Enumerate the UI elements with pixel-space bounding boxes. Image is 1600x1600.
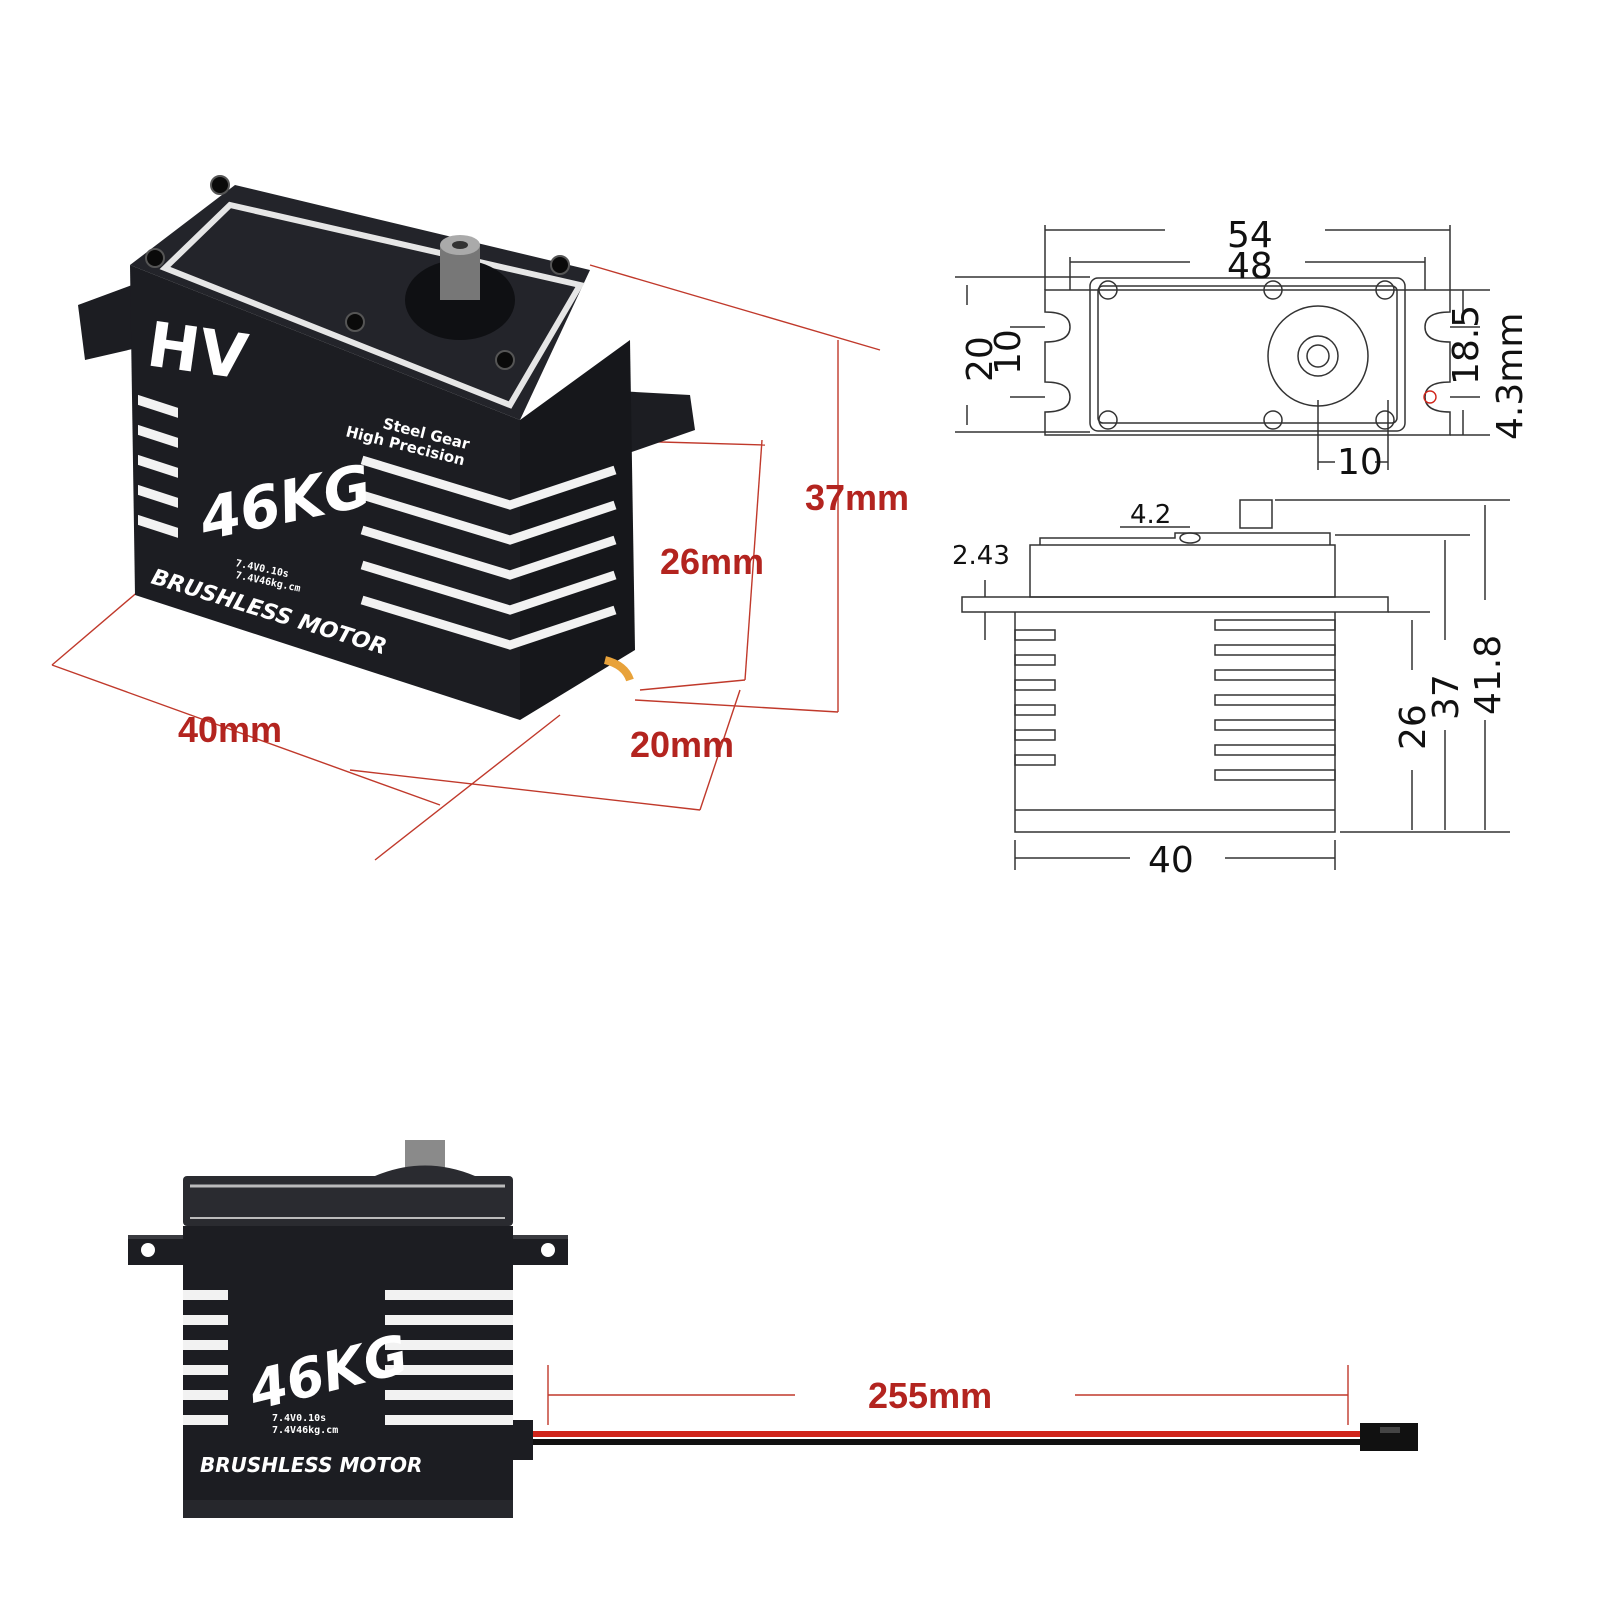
- cable-dim-length: 255mm: [868, 1375, 992, 1416]
- top-dim-shaft-offset: 10: [1337, 442, 1383, 483]
- top-dim-hole-pitch: 18.5: [1446, 305, 1487, 385]
- top-view-outline: [955, 225, 1490, 470]
- iso-logo: HV: [143, 308, 252, 394]
- top-dim-hole-offset: 10: [988, 329, 1029, 375]
- iso-dim-height-total: 37mm: [805, 477, 909, 518]
- side-view-drawing: 4.2 2.43 26 37 41.8 40: [952, 499, 1510, 881]
- hole-marker-icon: [1423, 390, 1437, 404]
- side-dim-body-lower: 26: [1393, 704, 1434, 750]
- side-view-outline: [961, 499, 1510, 870]
- cable-spec-torque: 7.4V46kg.cm: [272, 1425, 338, 1436]
- top-dim-width: 20: [960, 336, 1001, 382]
- iso-dimension-lines: [51, 264, 881, 861]
- iso-dim-length: 40mm: [178, 709, 282, 750]
- cable-dimension-lines: [547, 1365, 1349, 1425]
- iso-dim-height-body: 26mm: [660, 541, 764, 582]
- side-dim-length: 40: [1148, 840, 1194, 881]
- side-dim-spline-offset: 4.2: [1130, 500, 1171, 530]
- side-dim-tab-thickness: 2.43: [952, 541, 1010, 571]
- side-dim-total-height: 41.8: [1468, 635, 1509, 715]
- top-dim-overall-length: 54: [1227, 215, 1273, 256]
- cable-spec-speed: 7.4V0.10s: [272, 1413, 326, 1424]
- top-dim-hole-diameter: 4.3mm: [1490, 313, 1531, 440]
- top-view-drawing: 54 48 20 10 18.5 4.3mm 10: [955, 215, 1531, 483]
- top-dim-hole-spacing: 48: [1227, 246, 1273, 287]
- iso-dim-width: 20mm: [630, 724, 734, 765]
- cable-brand-line: BRUSHLESS MOTOR: [200, 1453, 422, 1477]
- side-dim-body-height: 37: [1426, 674, 1467, 720]
- isometric-servo-view: HV Steel Gear High Precision 46KG 7.4V0.…: [51, 175, 909, 861]
- iso-servo-body: [78, 175, 695, 720]
- cable-servo-view: 46KG 7.4V0.10s 7.4V46kg.cm BRUSHLESS MOT…: [128, 1140, 1418, 1518]
